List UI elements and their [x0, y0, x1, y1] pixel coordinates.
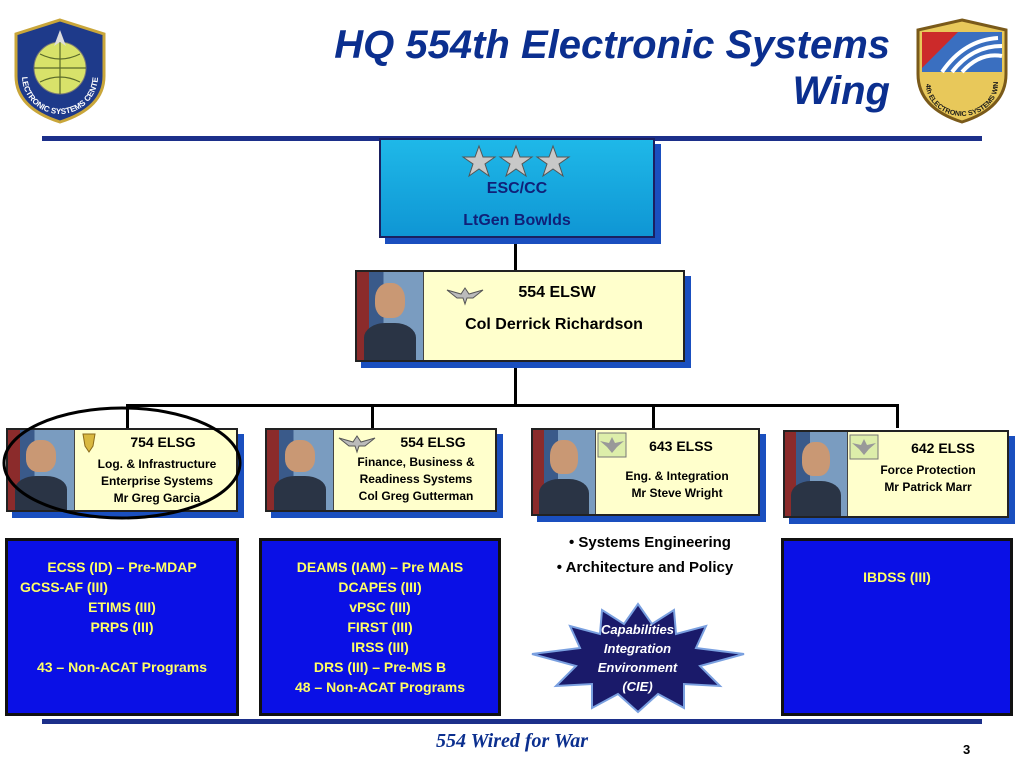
group-photo	[8, 430, 75, 510]
group-details: Finance, Business & Readiness Systems Co…	[357, 455, 475, 503]
group-card-754: 754 ELSG Log. & Infrastructure Enterpris…	[6, 428, 238, 512]
bullet-list: • Systems Engineering • Architecture and…	[556, 534, 734, 576]
commander-photo	[357, 272, 424, 360]
cie-starburst	[531, 602, 745, 714]
group-photo	[267, 430, 334, 510]
connector-wing	[514, 360, 517, 406]
connector-group-4	[896, 404, 899, 428]
wing-title: 554 ELSW	[518, 284, 596, 301]
ses-insignia-icon	[849, 434, 879, 460]
connector-group-3	[652, 404, 655, 428]
wing-commander-card: 554 ELSW Col Derrick Richardson	[355, 270, 685, 362]
page-number: 3	[963, 742, 971, 757]
highlight-circle	[2, 406, 242, 520]
eagle-insignia-icon	[338, 435, 376, 454]
esc-emblem-icon: ELECTRONIC SYSTEMS CENTER	[8, 16, 106, 124]
page-title: HQ 554th Electronic Systems Wing	[334, 23, 890, 113]
group-title: 754 ELSG	[130, 434, 196, 450]
footer-rule	[42, 719, 982, 724]
group-card-554: 554 ELSG Finance, Business & Readiness S…	[265, 428, 497, 512]
connector-group-1	[126, 404, 129, 428]
squadron-photo	[785, 432, 848, 516]
squadron-card-642: 642 ELSS Force Protection Mr Patrick Mar…	[783, 430, 1009, 518]
wing-commander-name: Col Derrick Richardson	[465, 316, 643, 333]
connector-group-2	[371, 404, 374, 428]
footer-slogan: 554 Wired for War	[435, 730, 589, 752]
squadron-title: 642 ELSS	[911, 440, 975, 456]
three-stars-icon	[461, 144, 571, 178]
squadron-photo	[533, 430, 596, 514]
esc-cc-title: ESC/CC	[486, 180, 548, 197]
squadron-card-643: 643 ELSS Eng. & Integration Mr Steve Wri…	[531, 428, 760, 516]
esc-cc-box: ESC/CC LtGen Bowlds	[379, 138, 655, 238]
cie-label: Capabilities Integration Environment (CI…	[597, 622, 678, 694]
squadron-details: Eng. & Integration Mr Steve Wright	[625, 469, 729, 500]
connector-horizontal	[126, 404, 899, 407]
group-details: Log. & Infrastructure Enterprise Systems…	[97, 457, 217, 505]
group-title: 554 ELSG	[400, 434, 466, 450]
program-box-754: ECSS (ID) – Pre-MDAP GCSS-AF (III) ETIMS…	[5, 538, 239, 716]
squadron-title: 643 ELSS	[649, 438, 713, 454]
program-box-642: IBDSS (III)	[781, 538, 1013, 716]
esc-cc-name: LtGen Bowlds	[463, 212, 571, 229]
ses-insignia-icon	[597, 432, 627, 458]
connector-top	[514, 234, 517, 272]
gold-leaf-icon	[82, 433, 96, 453]
program-box-554: DEAMS (IAM) – Pre MAIS DCAPES (III) vPSC…	[259, 538, 501, 716]
eagle-insignia-icon	[446, 287, 484, 306]
wing-emblem-icon: 554th ELECTRONIC SYSTEMS WING	[912, 16, 1008, 124]
squadron-details: Force Protection Mr Patrick Marr	[880, 463, 976, 494]
